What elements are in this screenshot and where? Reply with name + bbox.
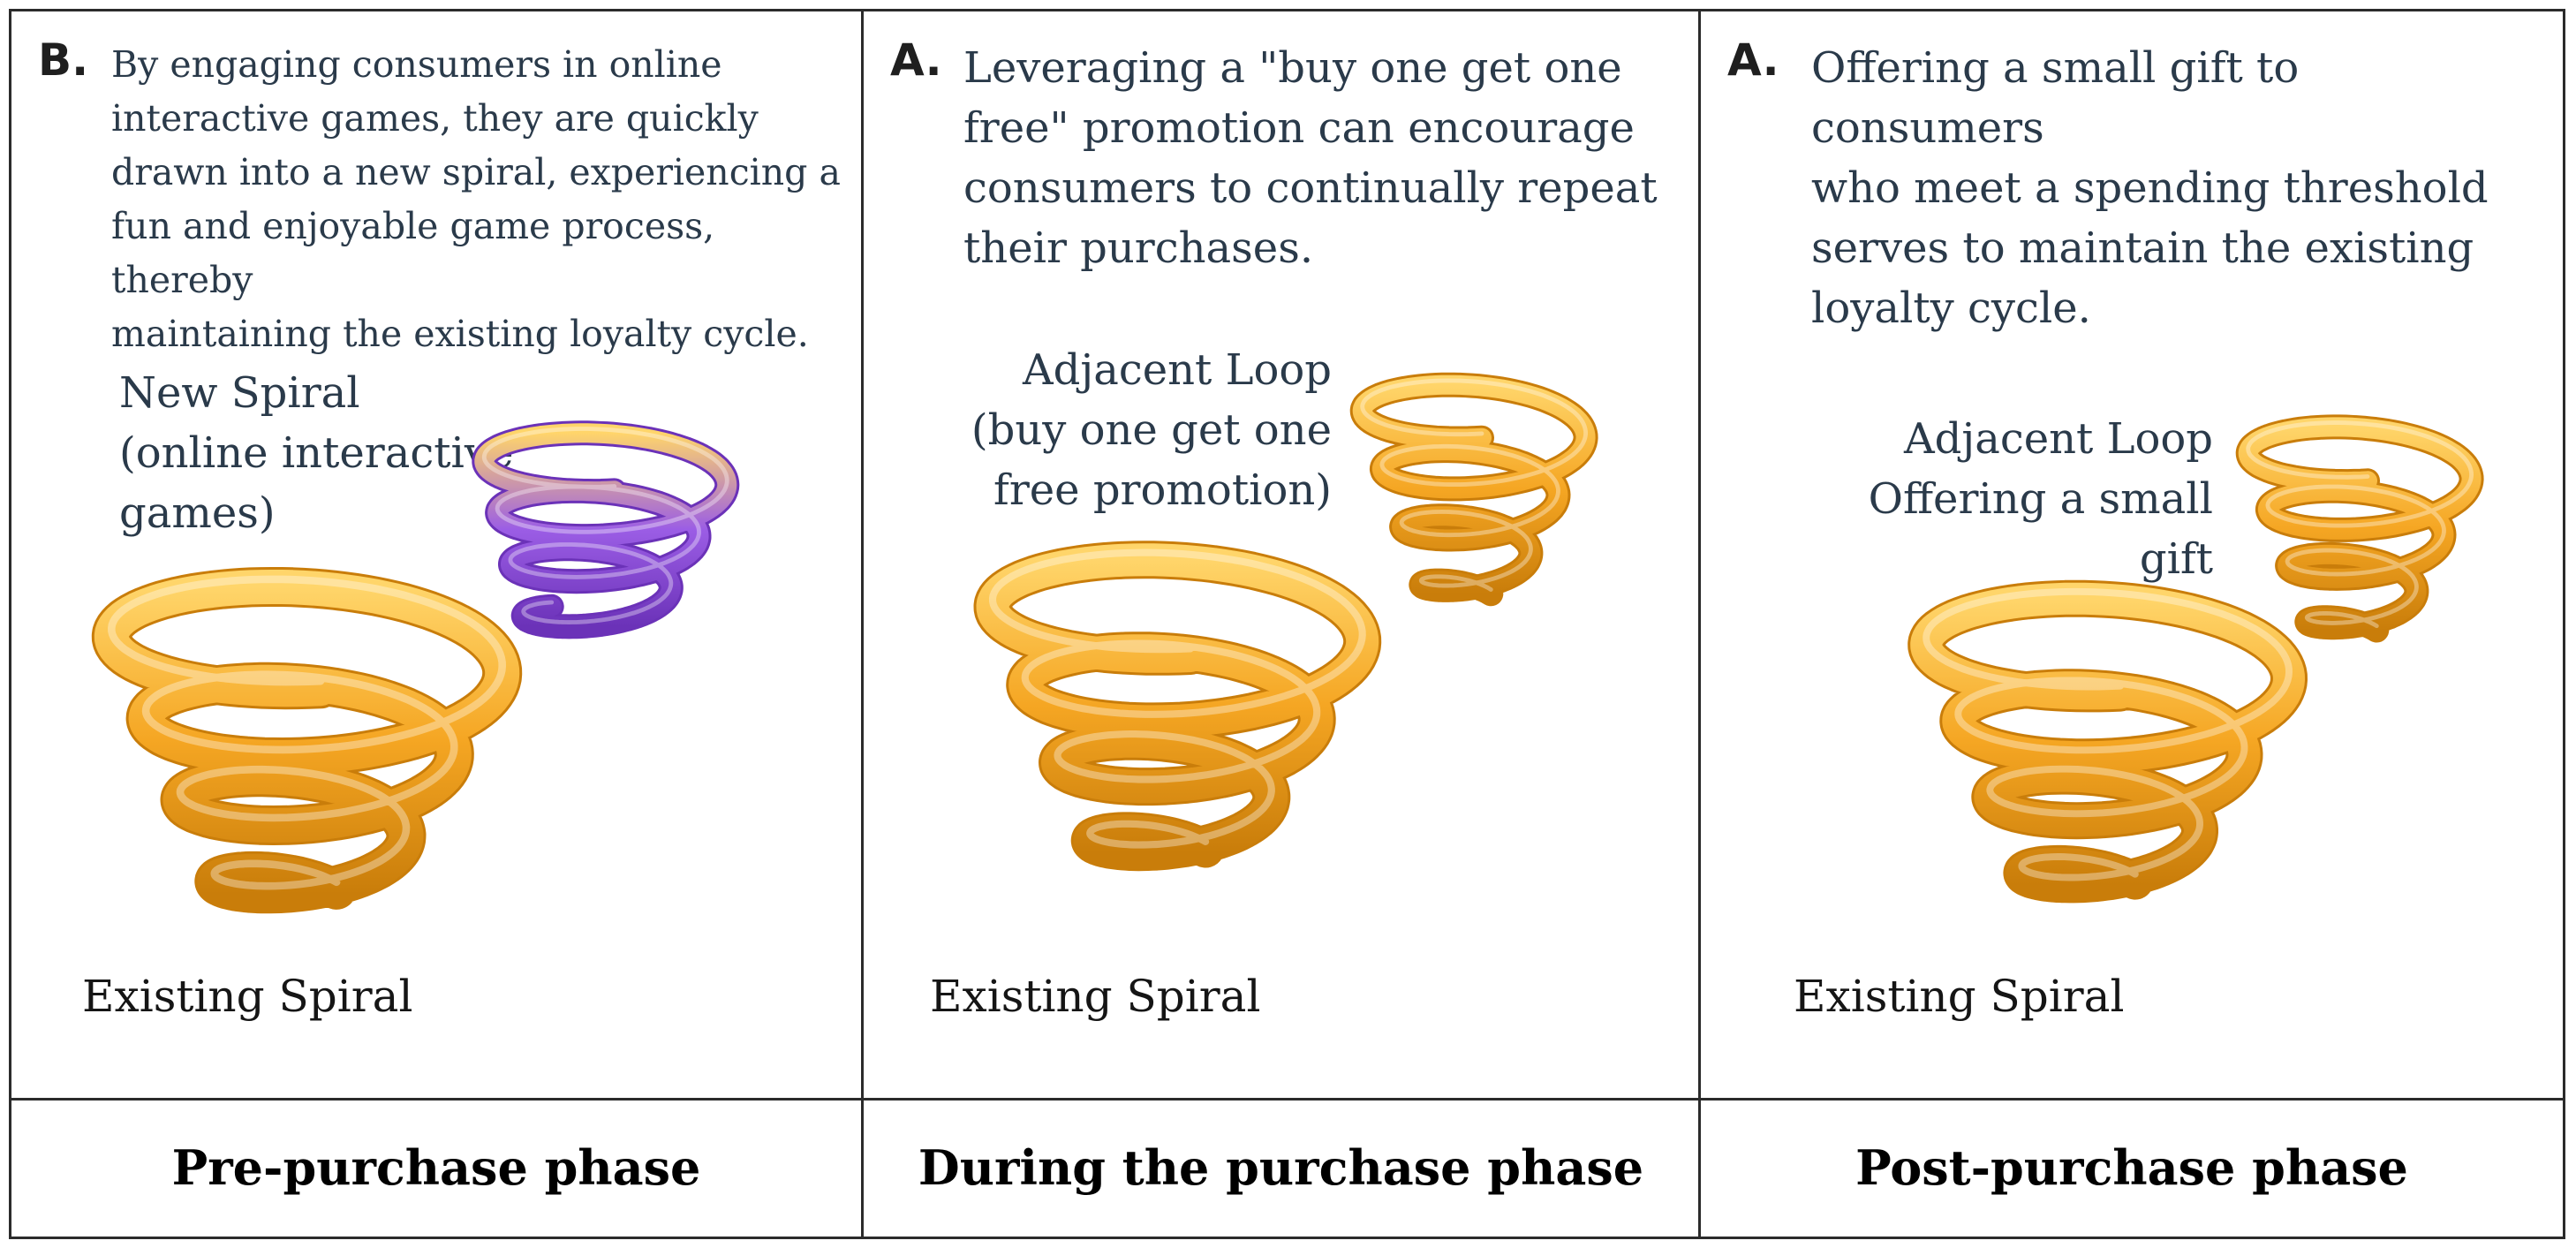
panel-description: Leveraging a "buy one get one free" prom… — [963, 43, 1658, 273]
spiral-highlight — [988, 548, 1366, 849]
diagram-frame: B. By engaging consumers in online inter… — [9, 9, 2565, 1239]
spiral-tube — [976, 543, 1379, 869]
existing-spiral-label: Existing Spiral — [1794, 971, 2125, 1022]
divider-1 — [861, 11, 864, 1237]
new-spiral-label: New Spiral (online interactive games) — [119, 368, 514, 538]
panel-letter: A. — [1727, 34, 1779, 86]
new-spiral-icon — [472, 420, 740, 639]
panel-letter: A. — [890, 34, 942, 86]
phase-label-post: Post-purchase phase — [1855, 1139, 2408, 1196]
spiral-highlight — [108, 575, 506, 890]
spiral-tube — [94, 570, 520, 911]
divider-2 — [1698, 11, 1701, 1237]
spiral-tube — [474, 423, 737, 637]
panel-description: By engaging consumers in online interact… — [111, 43, 841, 355]
spiral-highlight — [481, 427, 729, 625]
existing-spiral-label: Existing Spiral — [82, 971, 413, 1022]
adjacent-loop-label: Adjacent Loop Offering a small gift — [1868, 414, 2213, 584]
adjacent-loop-label: Adjacent Loop (buy one get one free prom… — [971, 345, 1332, 515]
phase-label-pre: Pre-purchase phase — [171, 1139, 701, 1196]
panel-letter: B. — [38, 34, 89, 86]
panel-description: Offering a small gift to consumers who m… — [1811, 43, 2489, 333]
existing-spiral-label: Existing Spiral — [930, 971, 1261, 1022]
existing-spiral-icon — [973, 541, 1382, 872]
adjacent-loop-icon — [1349, 372, 1598, 607]
spiral-tube — [1352, 374, 1596, 604]
spiral-highlight — [1923, 587, 2293, 881]
panel-post-purchase: A. Offering a small gift to consumers wh… — [1701, 11, 2563, 1098]
spiral-highlight — [2246, 420, 2474, 629]
existing-spiral-icon — [91, 567, 523, 914]
phase-label-during: During the purchase phase — [918, 1139, 1644, 1196]
panel-pre-purchase: B. By engaging consumers in online inter… — [11, 11, 861, 1098]
existing-spiral-icon — [1907, 579, 2308, 904]
adjacent-loop-icon — [2235, 414, 2484, 643]
spiral-tube — [2238, 417, 2482, 640]
panel-during-purchase: A. Leveraging a "buy one get one free" p… — [864, 11, 1698, 1098]
spiral-highlight — [1360, 378, 1589, 592]
spiral-tube — [1910, 582, 2305, 901]
phase-divider — [11, 1098, 2563, 1101]
